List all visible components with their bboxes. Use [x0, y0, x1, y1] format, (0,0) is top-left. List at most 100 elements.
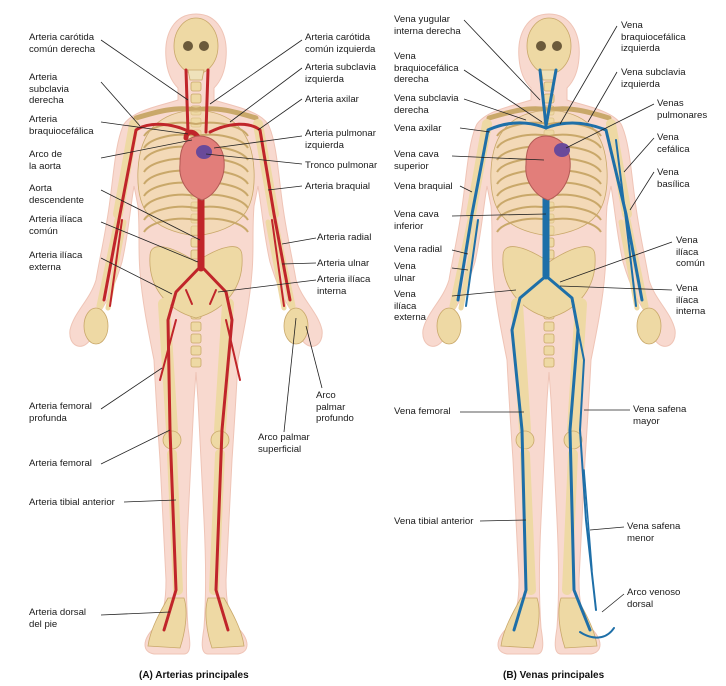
- label-b-braquial: Vena braquial: [394, 181, 453, 192]
- left-basilic-vein: [615, 139, 637, 307]
- veins-hand-left: [636, 307, 662, 345]
- right-common-carotid: [184, 68, 190, 134]
- label-b-radial: Vena radial: [394, 244, 443, 255]
- arteries-hand-left: [283, 307, 309, 345]
- dorsal-venous-arch: [579, 627, 615, 639]
- leader-line: [217, 279, 317, 293]
- label-a-ulnar: Arteria ulnar: [317, 258, 370, 269]
- leader-line: [229, 67, 303, 123]
- label-b-arco-venoso-dorsal: Arco venoso dorsal: [627, 587, 681, 610]
- leader-line: [100, 189, 201, 241]
- small-saphenous-vein: [583, 469, 593, 571]
- arteries-jaw: [187, 69, 205, 81]
- label-b-safena-menor: Vena safena menor: [627, 521, 681, 544]
- label-b-cava-superior: Vena cava superior: [394, 149, 439, 172]
- arteries-body: [69, 13, 323, 655]
- label-a-pulmonar-izquierda: Arteria pulmonar izquierda: [305, 128, 376, 151]
- leader-line: [623, 137, 655, 173]
- label-b-braquiocefalica-izquierda: Vena braquiocefálica izquierda: [621, 20, 686, 54]
- leader-line: [459, 127, 491, 133]
- veins-rib: [548, 217, 602, 233]
- label-a-iliaca-interna: Arteria ilíaca interna: [317, 274, 371, 297]
- right-subclavian-brachial: [102, 122, 192, 302]
- left-subclavian-cephalic-vein: [544, 121, 644, 302]
- leader-line: [100, 221, 199, 263]
- left-ulnar: [271, 219, 285, 307]
- label-b-ulnar: Vena ulnar: [394, 261, 416, 284]
- veins-hand-right: [436, 307, 462, 345]
- leader-line: [100, 257, 173, 295]
- label-b-subclavia-derecha: Vena subclavia derecha: [394, 93, 459, 116]
- leader-line: [559, 241, 673, 283]
- arteries-vertebra: [190, 345, 202, 356]
- veins-skull: [526, 17, 572, 75]
- veins-rib: [496, 133, 550, 149]
- veins-foot-right: [500, 597, 540, 649]
- label-b-iliaca-externa: Vena ilíaca externa: [394, 289, 426, 323]
- arteries-vertebra: [190, 333, 202, 344]
- arteries-rib: [143, 217, 197, 233]
- arteries-skull: [173, 17, 219, 75]
- arteries-rib: [195, 133, 249, 149]
- label-b-yugular-interna: Vena yugular interna derecha: [394, 14, 461, 37]
- label-b-cefalica: Vena cefálica: [657, 132, 690, 155]
- right-ulnar: [109, 219, 123, 307]
- left-internal-iliac: [209, 289, 217, 305]
- veins-rib: [496, 121, 550, 137]
- leader-line: [267, 185, 303, 191]
- leader-line: [601, 593, 625, 613]
- label-a-aorta-descendente: Aorta descendente: [29, 183, 84, 206]
- arteries-rib: [143, 193, 197, 209]
- heart-arterial: [179, 135, 225, 201]
- leader-line: [451, 155, 545, 161]
- label-a-dorsal-pie: Arteria dorsal del pie: [29, 607, 87, 630]
- leader-line: [281, 237, 317, 245]
- leader-line: [100, 367, 163, 410]
- veins-foot-left: [558, 597, 598, 649]
- leader-line: [123, 499, 177, 503]
- label-a-iliaca-externa: Arteria ilíaca externa: [29, 250, 83, 273]
- veins-vertebra: [543, 357, 555, 368]
- label-b-femoral: Vena femoral: [394, 406, 451, 417]
- veins-patella-right: [515, 430, 535, 450]
- leader-line: [463, 69, 543, 123]
- label-b-braquiocefalica-derecha: Vena braquiocefálica derecha: [394, 51, 459, 85]
- arteries-humerus-right: [113, 119, 139, 219]
- right-internal-iliac: [185, 289, 193, 305]
- leader-line: [479, 519, 527, 522]
- veins-eye-socket-left: [536, 41, 546, 51]
- leader-line: [209, 39, 303, 105]
- leader-line: [629, 171, 655, 211]
- leader-line: [305, 325, 323, 389]
- label-a-arco-palmar-profundo: Arco palmar profundo: [316, 390, 354, 424]
- label-b-cava-inferior: Vena cava inferior: [394, 209, 439, 232]
- leader-lines: [100, 19, 673, 616]
- label-a-tibial-anterior: Arteria tibial anterior: [29, 497, 115, 508]
- leader-line: [451, 249, 469, 255]
- leader-line: [459, 185, 473, 193]
- leader-line: [100, 39, 189, 101]
- arteries-rib: [143, 205, 197, 221]
- label-a-carotida-izquierda: Arteria carótida común izquierda: [305, 32, 376, 55]
- arteries-vertebra: [190, 321, 202, 332]
- arteries-eye-socket-right: [199, 41, 209, 51]
- veins-vertebra: [543, 333, 555, 344]
- right-iliac-femoral-tibial: [162, 264, 203, 632]
- label-b-basilica: Vena basílica: [657, 167, 690, 190]
- arteries-eye-socket-left: [183, 41, 193, 51]
- label-a-carotida-derecha: Arteria carótida común derecha: [29, 32, 96, 55]
- arteries-hand-right: [83, 307, 109, 345]
- label-b-iliaca-comun: Vena ilíaca común: [676, 235, 705, 269]
- veins-clavicle-left: [546, 106, 612, 121]
- left-deep-femoral: [225, 319, 241, 381]
- leader-line: [100, 139, 193, 159]
- left-iliac-femoral-vein: [544, 274, 592, 632]
- pulmonary-trunk-mark: [196, 145, 212, 159]
- leader-line: [100, 121, 189, 135]
- label-b-subclavia-izquierda: Vena subclavia izquierda: [621, 67, 686, 90]
- label-b-pulmonares: Venas pulmonares: [657, 98, 708, 121]
- left-iliac-femoral-tibial: [199, 264, 234, 632]
- right-internal-jugular: [538, 68, 548, 128]
- arteries-clavicle-right: [133, 106, 199, 121]
